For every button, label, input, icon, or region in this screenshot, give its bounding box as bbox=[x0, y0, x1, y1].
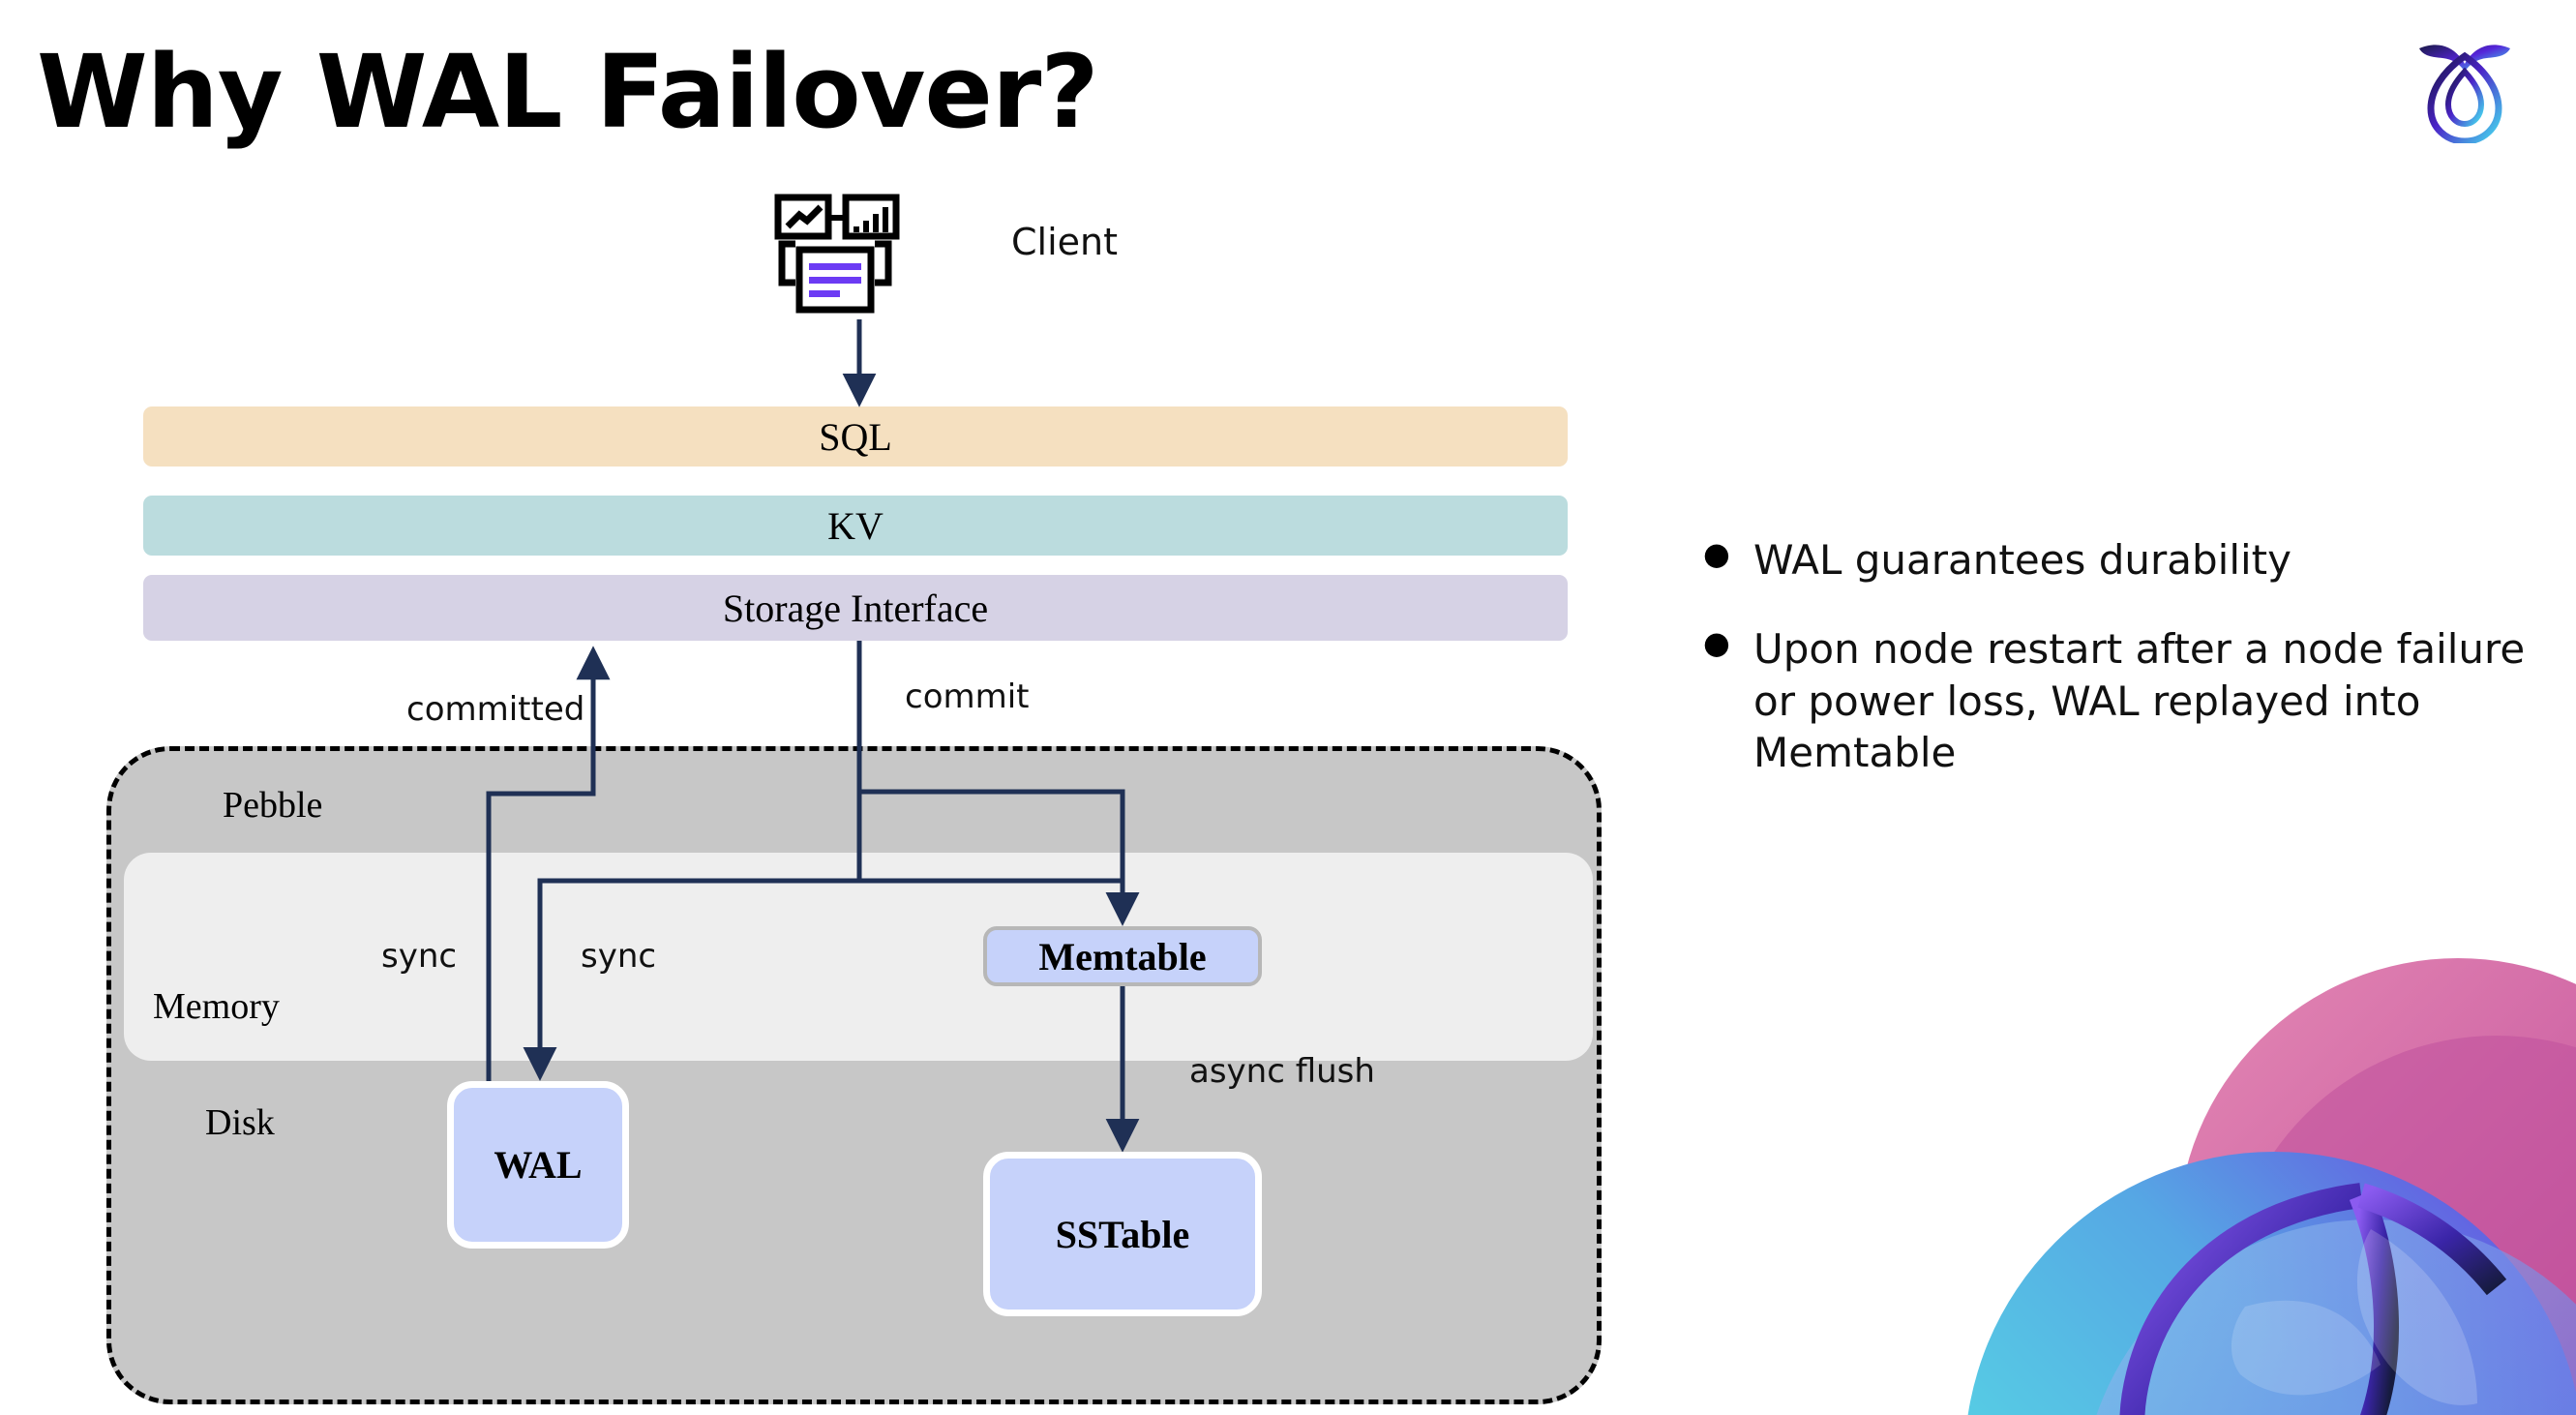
edge-label-sync-left: sync bbox=[381, 937, 458, 976]
page-title: Why WAL Failover? bbox=[37, 33, 1099, 151]
edge-label-sync-right: sync bbox=[581, 937, 657, 976]
client-label: Client bbox=[1011, 221, 1119, 263]
node-label-memtable: Memtable bbox=[1038, 934, 1207, 978]
bullet-text: Upon node restart after a node failure o… bbox=[1753, 624, 2526, 777]
edge-label-commit: commit bbox=[905, 677, 1030, 716]
memory-zone bbox=[124, 853, 1593, 1061]
client-terminal-icon bbox=[774, 194, 929, 319]
bullet-marker-icon: ● bbox=[1703, 535, 1730, 572]
node-memtable: Memtable bbox=[983, 926, 1262, 986]
layer-bar-sql: SQL bbox=[143, 406, 1568, 467]
node-label-sstable: SSTable bbox=[1055, 1212, 1190, 1256]
cockroachdb-logo bbox=[2411, 27, 2518, 145]
layer-label-storage-interface: Storage Interface bbox=[722, 586, 989, 630]
cockroachdb-brand-graphic bbox=[1955, 919, 2576, 1415]
node-label-wal: WAL bbox=[494, 1143, 583, 1187]
pebble-container bbox=[106, 746, 1602, 1404]
list-item: ● Upon node restart after a node failure… bbox=[1703, 623, 2535, 779]
node-sstable: SSTable bbox=[983, 1152, 1262, 1316]
node-wal: WAL bbox=[447, 1081, 629, 1249]
disk-label: Disk bbox=[205, 1102, 275, 1143]
bullet-marker-icon: ● bbox=[1703, 623, 1730, 661]
layer-label-kv: KV bbox=[827, 503, 884, 548]
layer-label-sql: SQL bbox=[819, 414, 892, 459]
pebble-label: Pebble bbox=[223, 785, 323, 826]
edge-label-async-flush: async flush bbox=[1189, 1052, 1375, 1091]
edge-label-committed: committed bbox=[406, 690, 585, 729]
memory-label: Memory bbox=[153, 986, 280, 1027]
bullet-text: WAL guarantees durability bbox=[1753, 536, 2292, 584]
bullet-list: ● WAL guarantees durability ● Upon node … bbox=[1703, 534, 2535, 816]
layer-bar-storage-interface: Storage Interface bbox=[143, 575, 1568, 641]
list-item: ● WAL guarantees durability bbox=[1703, 534, 2535, 587]
layer-bar-kv: KV bbox=[143, 496, 1568, 556]
